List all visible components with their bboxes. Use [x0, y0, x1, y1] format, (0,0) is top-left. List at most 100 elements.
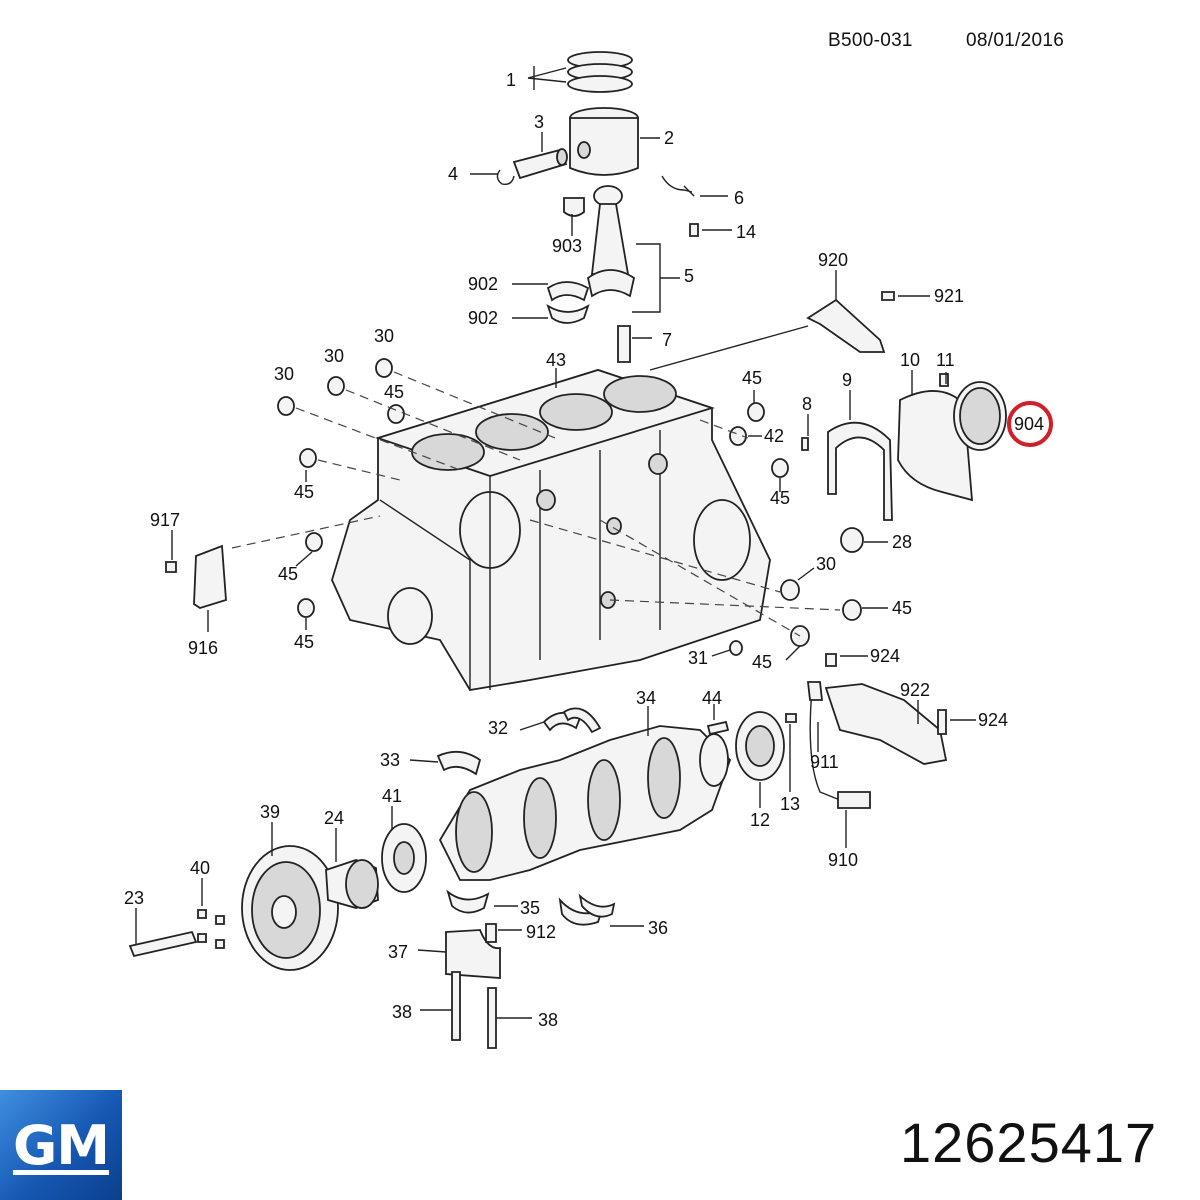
callout-902-upper: 902 — [468, 274, 498, 294]
piston-rings — [567, 51, 633, 93]
core-plugs — [277, 358, 864, 656]
timing-gear — [381, 823, 427, 893]
callout-28: 28 — [892, 532, 912, 552]
callout-30-d: 30 — [816, 554, 836, 574]
rear-cover-plate — [824, 683, 948, 765]
callout-30-a: 30 — [374, 326, 394, 346]
part-number: 12625417 — [900, 1111, 1158, 1174]
callout-45-e: 45 — [278, 564, 298, 584]
callout-9: 9 — [842, 370, 852, 390]
rear-gasket — [827, 421, 893, 521]
callout-38-b: 38 — [538, 1010, 558, 1030]
callout-45-a: 45 — [384, 382, 404, 402]
callout-24: 24 — [324, 808, 344, 828]
gm-logo-text: GM — [12, 1113, 110, 1177]
callout-924-a: 924 — [870, 646, 900, 666]
callout-39: 39 — [260, 802, 280, 822]
cover-bolt-b — [937, 709, 947, 735]
callout-902-lower: 902 — [468, 308, 498, 328]
callout-30-c: 30 — [274, 364, 294, 384]
callout-35: 35 — [520, 898, 540, 918]
callout-42: 42 — [764, 426, 784, 446]
sensor-bolt — [785, 713, 797, 723]
callout-36: 36 — [648, 918, 668, 938]
callout-44: 44 — [702, 688, 722, 708]
callout-45-d: 45 — [294, 482, 314, 502]
callout-45-c: 45 — [770, 488, 790, 508]
block-leader-lines — [295, 368, 947, 661]
callout-904-highlighted: 904 — [1014, 414, 1044, 434]
crank-dowel — [706, 720, 730, 736]
callout-43: 43 — [546, 350, 566, 370]
callout-10: 10 — [900, 350, 920, 370]
callout-30-b: 30 — [324, 346, 344, 366]
piston-pin — [512, 148, 568, 180]
callout-37: 37 — [388, 942, 408, 962]
callout-23: 23 — [124, 888, 144, 908]
housing-bolt — [939, 373, 949, 387]
jet-bolt — [689, 223, 699, 237]
callout-912: 912 — [526, 922, 556, 942]
gm-logo: GM — [0, 1090, 122, 1200]
callout-920: 920 — [818, 250, 848, 270]
callout-40: 40 — [190, 858, 210, 878]
crankshaft — [438, 725, 732, 881]
diagram-code: B500-031 — [828, 30, 913, 51]
main-bearings-lower — [446, 889, 616, 926]
flex-plate — [735, 711, 785, 781]
callout-45-f: 45 — [294, 632, 314, 652]
small-end-bushing — [563, 197, 585, 217]
crank-leader-lines — [409, 655, 976, 927]
rear-bracket — [649, 270, 930, 371]
callout-4: 4 — [448, 164, 458, 184]
callout-12: 12 — [750, 810, 770, 830]
rod-bearings — [546, 281, 590, 324]
leader-lines — [470, 66, 732, 339]
callout-911: 911 — [810, 752, 839, 772]
callout-917: 917 — [150, 510, 180, 530]
dowel-pin — [801, 437, 809, 451]
callout-5: 5 — [684, 266, 694, 286]
callout-45-g: 45 — [892, 598, 912, 618]
crank-bolt — [128, 930, 198, 958]
callout-8: 8 — [802, 394, 812, 414]
cylinder-block — [331, 369, 771, 691]
callout-924-b: 924 — [978, 710, 1008, 730]
cover-bolt-a — [825, 653, 837, 667]
callout-921: 921 — [934, 286, 964, 306]
callout-13: 13 — [780, 794, 800, 814]
cap-bolt-b — [487, 987, 497, 1049]
cap-bolt-a — [451, 971, 461, 1041]
callout-45-h: 45 — [752, 652, 772, 672]
crank-sprocket — [325, 859, 379, 909]
crank-pulley — [241, 845, 339, 971]
callout-6: 6 — [734, 188, 744, 208]
thrust-bearings — [436, 707, 602, 776]
callout-31: 31 — [688, 648, 708, 668]
callout-922: 922 — [900, 680, 930, 700]
front-leader-lines — [135, 806, 532, 1019]
callout-32: 32 — [488, 718, 508, 738]
rod-bolt — [617, 325, 631, 363]
callout-14: 14 — [736, 222, 756, 242]
callout-3: 3 — [534, 112, 544, 132]
highlight-circle — [1007, 401, 1053, 447]
callout-903: 903 — [552, 236, 582, 256]
callout-33: 33 — [380, 750, 400, 770]
callout-45-b: 45 — [742, 368, 762, 388]
callout-1: 1 — [506, 70, 516, 90]
bracket-bolt — [165, 561, 177, 573]
dashed-guides — [231, 371, 841, 637]
pulley-bolts — [197, 909, 225, 949]
callout-2: 2 — [664, 128, 674, 148]
oil-jet — [661, 175, 695, 197]
crank-sensor — [806, 681, 871, 809]
callout-11: 11 — [936, 350, 955, 370]
connecting-rod — [586, 185, 636, 298]
mount-bracket — [193, 544, 227, 609]
callout-labels: 1 2 3 4 6 14 903 5 902 902 7 920 921 10 … — [124, 70, 1044, 1030]
callout-41: 41 — [382, 786, 402, 806]
piston — [569, 107, 639, 176]
callout-910: 910 — [828, 850, 858, 870]
